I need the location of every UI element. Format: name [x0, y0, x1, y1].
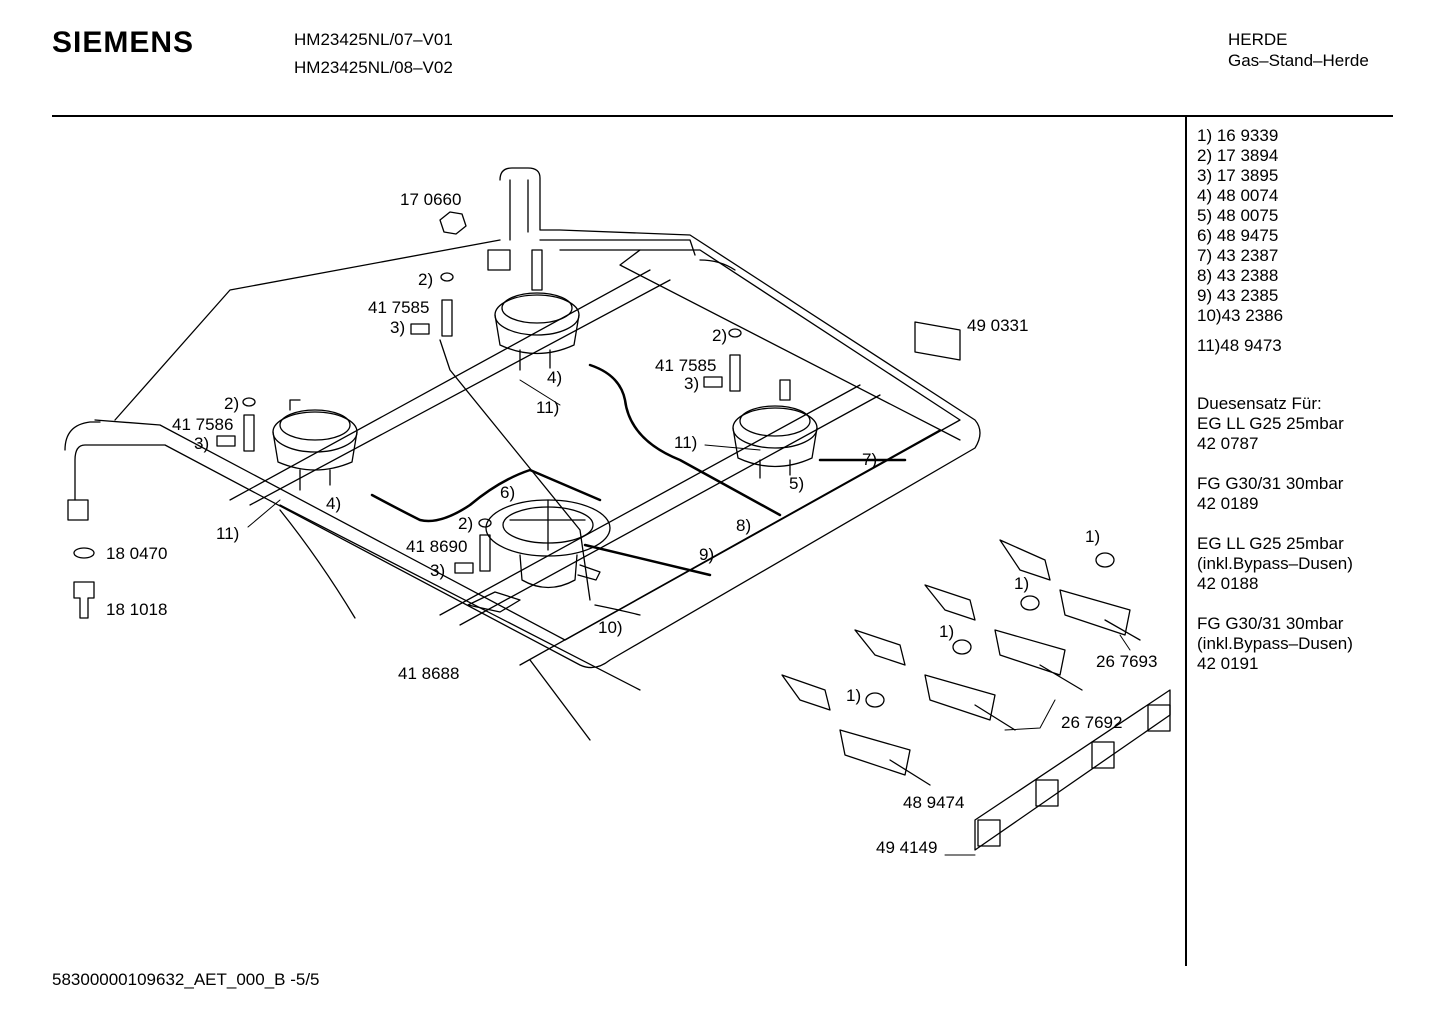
callout-170660: 17 0660: [400, 190, 462, 209]
nozzle-set-heading: Duesensatz Für:: [1197, 394, 1322, 413]
nozzle-set-note: (inkl.Bypass–Dusen): [1197, 634, 1353, 653]
callout-418688: 41 8688: [398, 664, 460, 683]
burner-back: [494, 249, 580, 371]
callout-ref-8: 8): [736, 516, 752, 535]
header-divider: [52, 115, 1393, 117]
nozzle-set-part: 42 0188: [1197, 574, 1259, 593]
parts-list-item: 10)43 2386: [1197, 306, 1284, 325]
valve-bracket: [974, 689, 1171, 851]
nozzle-set-gas: FG G30/31 30mbar: [1197, 474, 1344, 493]
document-footer-id: 58300000109632_AET_000_B -5/5: [52, 970, 320, 989]
model-number-2: HM23425NL/08–V02: [294, 58, 453, 77]
nozzle-set-list: Duesensatz Für: EG LL G25 25mbar 42 0787…: [1197, 394, 1353, 694]
callout-ref-1: 1): [1085, 527, 1101, 546]
sidebar-divider: [1185, 117, 1187, 966]
small-parts: [73, 211, 961, 619]
callout-417586: 41 7586: [172, 415, 234, 434]
parts-list-item: 3) 17 3895: [1197, 166, 1279, 185]
callout-ref-3: 3): [390, 318, 406, 337]
callout-ref-1: 1): [846, 686, 862, 705]
parts-list-item: 1) 16 9339: [1197, 126, 1279, 145]
nozzle-set-part: 42 0189: [1197, 494, 1259, 513]
nozzle-set-group: EG LL G25 25mbar (inkl.Bypass–Dusen) 42 …: [1197, 534, 1353, 594]
model-number-1: HM23425NL/07–V01: [294, 30, 453, 49]
gas-pipes: [370, 363, 907, 577]
callout-ref-2: 2): [418, 270, 434, 289]
callout-ref-3: 3): [430, 561, 446, 580]
callout-181018: 18 1018: [106, 600, 168, 619]
callout-ref-11: 11): [674, 433, 698, 452]
callout-490331: 49 0331: [967, 316, 1029, 335]
callout-417585: 41 7585: [655, 356, 717, 375]
parts-list-item: 5) 48 0075: [1197, 206, 1279, 225]
parts-list-item: 2) 17 3894: [1197, 146, 1279, 165]
nozzle-set-group: EG LL G25 25mbar 42 0787: [1197, 414, 1353, 454]
callout-ref-2: 2): [458, 514, 474, 533]
callout-417585: 41 7585: [368, 298, 430, 317]
callout-489474: 48 9474: [903, 793, 965, 812]
brand-logo: SIEMENS: [52, 26, 195, 59]
callout-ref-11: 11): [536, 398, 560, 417]
callout-ref-1: 1): [939, 622, 955, 641]
burner-frame: [64, 167, 981, 691]
callout-ref-7: 7): [862, 450, 878, 469]
nozzle-set-gas: EG LL G25 25mbar: [1197, 414, 1344, 433]
nozzle-set-note: (inkl.Bypass–Dusen): [1197, 554, 1353, 573]
callout-180470: 18 0470: [106, 544, 168, 563]
thermocouple-wires: [279, 339, 641, 741]
callout-267692: 26 7692: [1061, 713, 1123, 732]
callout-ref-3: 3): [684, 374, 700, 393]
callout-ref-4: 4): [547, 368, 563, 387]
nozzle-set-part: 42 0787: [1197, 434, 1259, 453]
callout-ref-10: 10): [598, 618, 623, 637]
callout-ref-4: 4): [326, 494, 342, 513]
callout-ref-3: 3): [194, 434, 210, 453]
callout-418690: 41 8690: [406, 537, 468, 556]
nozzle-set-gas: EG LL G25 25mbar: [1197, 534, 1344, 553]
category-title: HERDE: [1228, 30, 1288, 49]
nozzle-set-group: FG G30/31 30mbar (inkl.Bypass–Dusen) 42 …: [1197, 614, 1353, 674]
parts-list-item: 9) 43 2385: [1197, 286, 1279, 305]
parts-list-item: 8) 43 2388: [1197, 266, 1279, 285]
callout-ref-2: 2): [712, 326, 728, 345]
callout-494149: 49 4149: [876, 838, 938, 857]
parts-list: 1) 16 9339 2) 17 3894 3) 17 3895 4) 48 0…: [1197, 126, 1283, 356]
callout-ref-11: 11): [216, 524, 240, 543]
burner-left: [272, 399, 358, 491]
burner-right: [732, 379, 818, 479]
parts-list-item: 7) 43 2387: [1197, 246, 1279, 265]
nozzle-set-gas: FG G30/31 30mbar: [1197, 614, 1344, 633]
callout-ref-5: 5): [789, 474, 805, 493]
leader-lines: [247, 379, 1131, 856]
nozzle-set-part: 42 0191: [1197, 654, 1259, 673]
igniter-electrodes: [243, 299, 741, 572]
category-subtitle: Gas–Stand–Herde: [1228, 51, 1369, 70]
parts-list-item: 4) 48 0074: [1197, 186, 1279, 205]
callout-ref-1: 1): [1014, 574, 1030, 593]
gas-valves: [781, 539, 1141, 786]
callout-ref-2: 2): [224, 394, 240, 413]
callout-ref-6: 6): [500, 483, 516, 502]
callout-267693: 26 7693: [1096, 652, 1158, 671]
callout-ref-9: 9): [699, 545, 715, 564]
nozzle-set-group: FG G30/31 30mbar 42 0189: [1197, 474, 1353, 514]
exploded-parts-diagram: [64, 167, 1171, 856]
parts-list-item: 11)48 9473: [1197, 336, 1282, 355]
parts-list-item: 6) 48 9475: [1197, 226, 1279, 245]
